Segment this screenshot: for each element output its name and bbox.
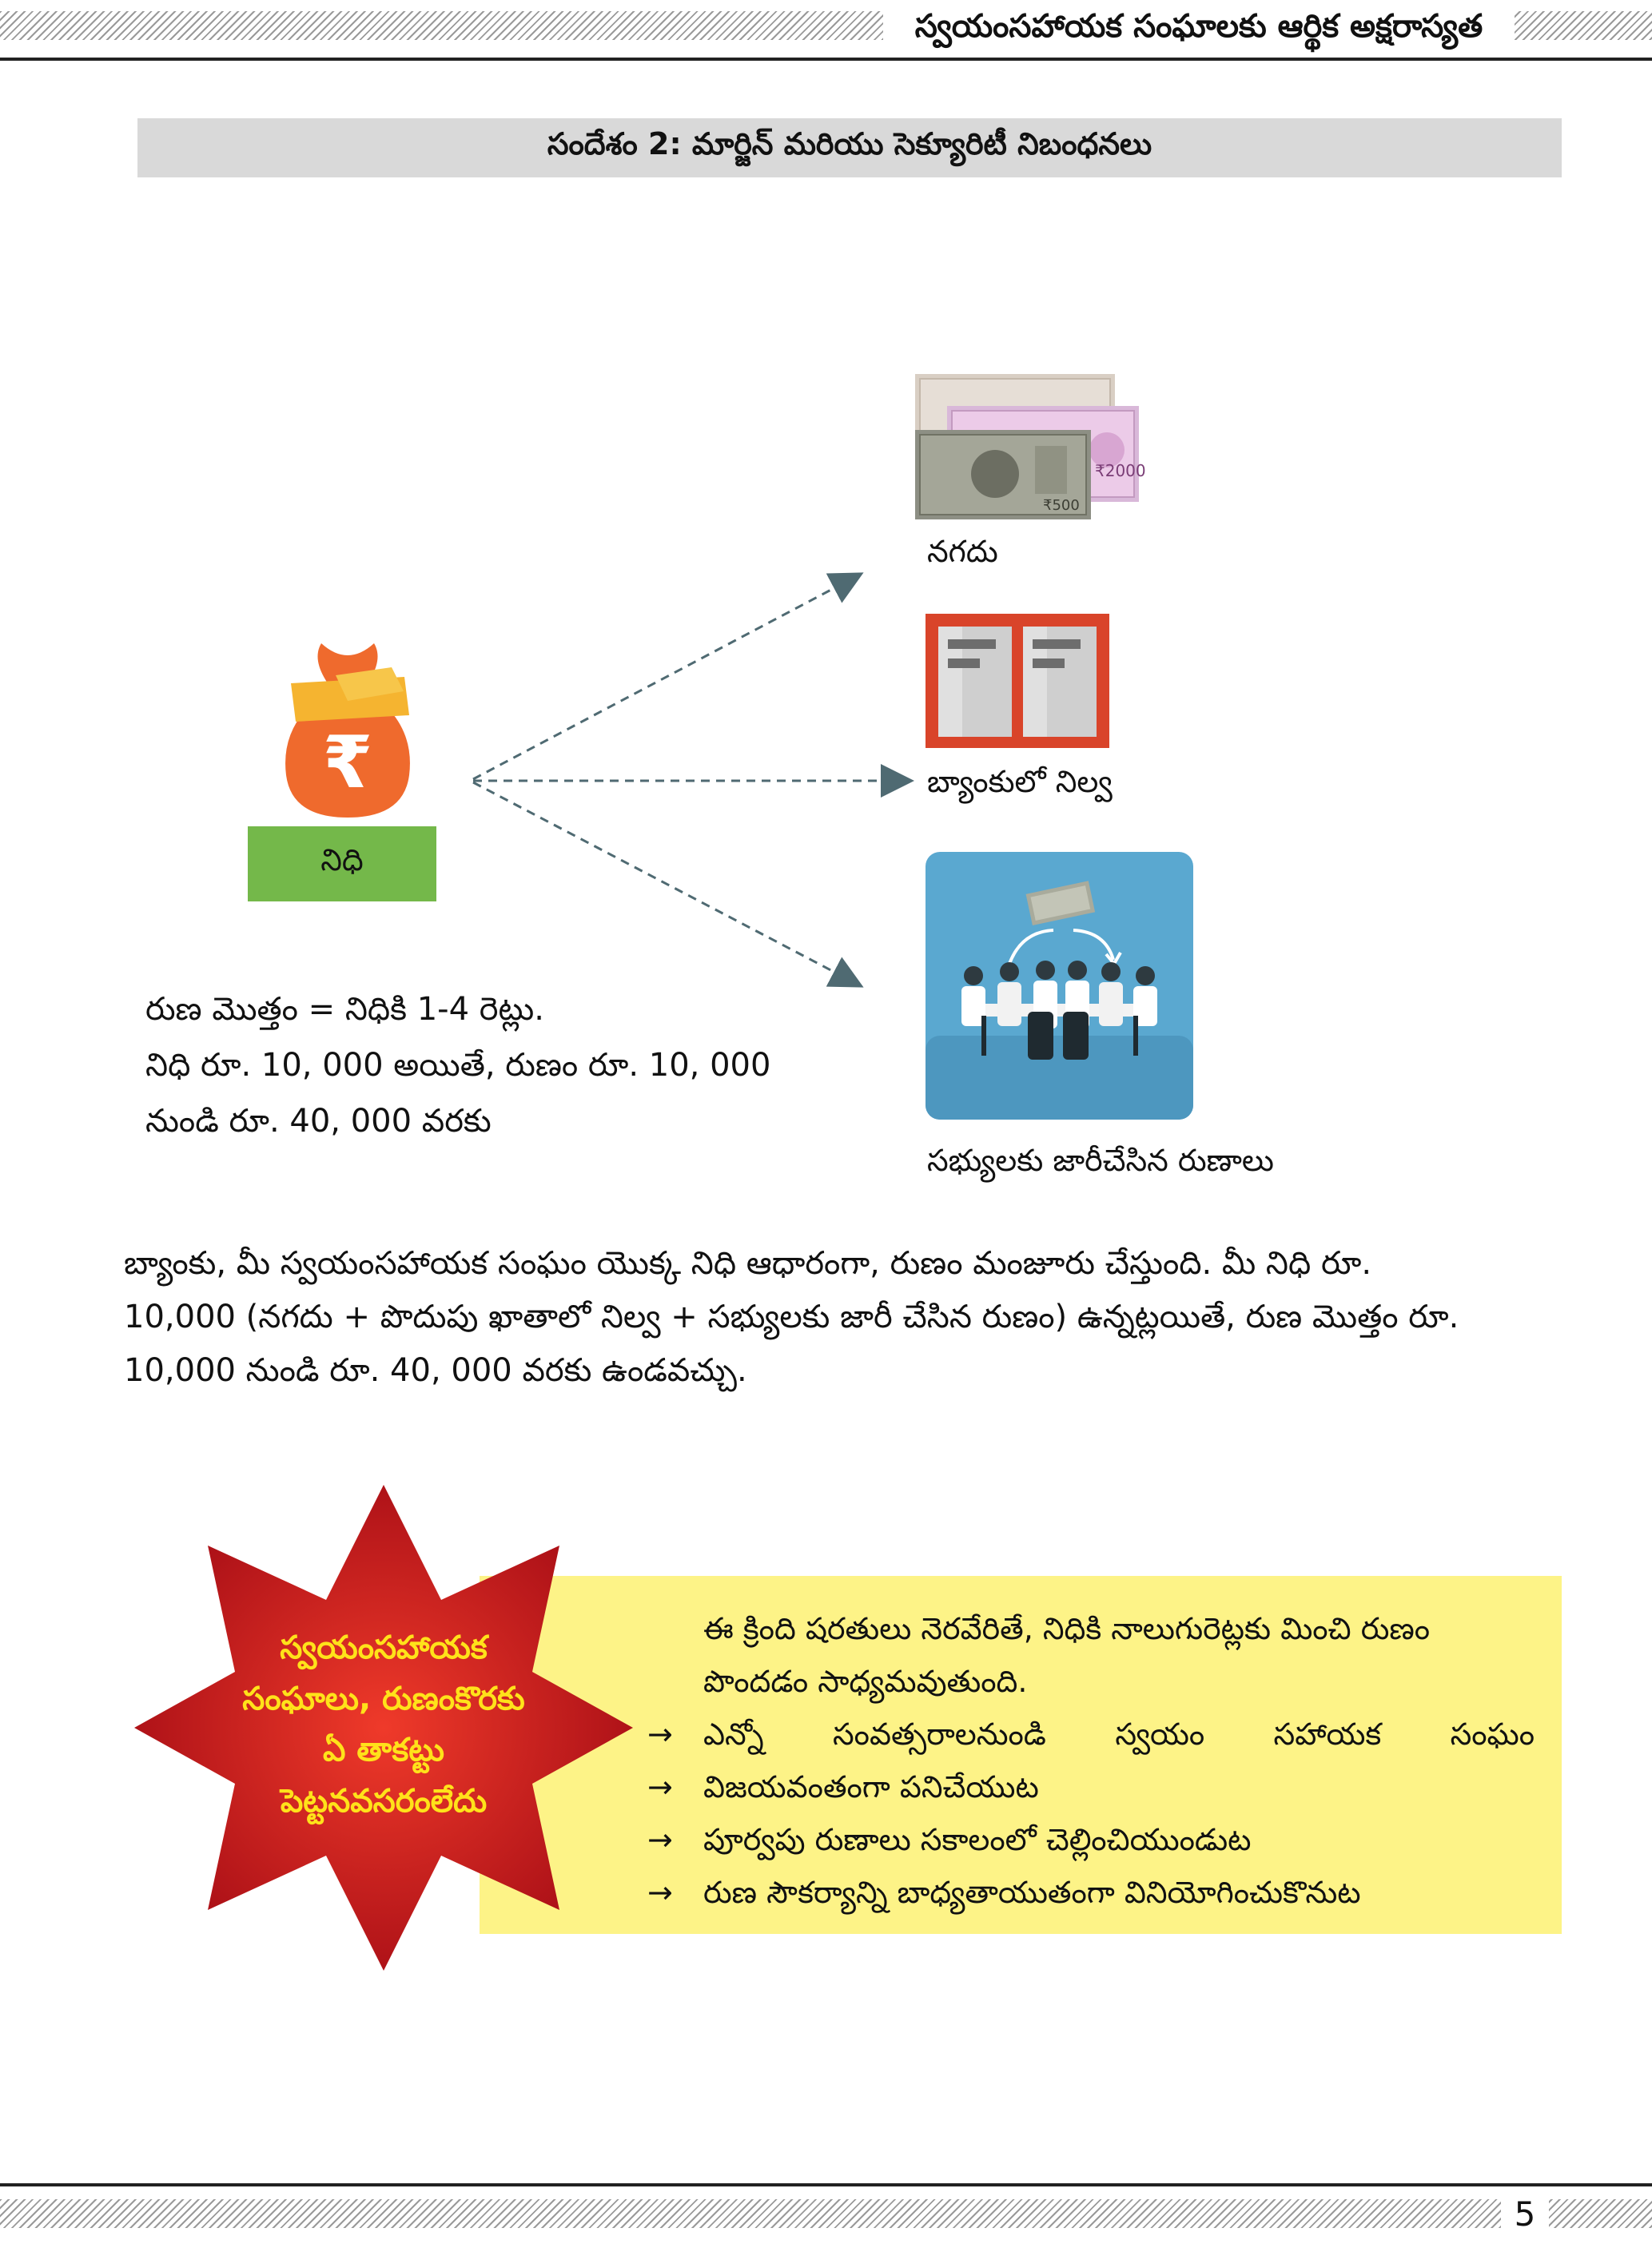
diagram-arrows — [472, 572, 914, 988]
svg-text:₹500: ₹500 — [1043, 497, 1080, 514]
arrow-right-icon: → — [647, 1875, 673, 1910]
page-number: 5 — [1501, 2190, 1549, 2238]
condition-text: రుణ సౌకర్యాన్ని బాధ్యతాయుతంగా వినియోగించ… — [703, 1875, 1361, 1910]
formula-line: నిధి రూ. 10, 000 అయితే, రుణం రూ. 10, 000 — [145, 1047, 771, 1084]
svg-text:₹2000: ₹2000 — [1095, 461, 1146, 480]
star-badge — [134, 1485, 633, 1971]
star-line: ఏ తాకట్టు — [323, 1732, 444, 1769]
money-bag-rupee-icon: ₹ — [285, 643, 410, 818]
paragraph-line: 10,000 నుండి రూ. 40, 000 వరకు ఉండవచ్చు. — [124, 1352, 747, 1389]
conditions-list: ఈ క్రింది షరతులు నెరవేరితే, నిధికి నాలుగ… — [639, 1602, 1535, 1919]
star-line: స్వయంసహాయక — [280, 1629, 488, 1666]
conditions-intro-line: ఈ క్రింది షరతులు నెరవేరితే, నిధికి నాలుగ… — [703, 1611, 1431, 1646]
star-line: సంఘాలు, రుణంకొరకు — [242, 1681, 525, 1717]
bank-vault-icon — [926, 614, 1109, 748]
arrow-to-loans — [472, 781, 864, 988]
arrow-to-cash — [472, 572, 864, 781]
paragraph-line: 10,000 (నగదు + పొదుపు ఖాతాలో నిల్వ + సభ్… — [124, 1299, 1459, 1335]
group-meeting-icon — [926, 852, 1193, 1120]
arrow-right-icon: → — [647, 1769, 673, 1804]
bank-deposit-label: బ్యాంకులో నిల్వ — [927, 764, 1113, 799]
conditions-box — [480, 1576, 1562, 1934]
formula-line: రుణ మొత్తం = నిధికి 1-4 రెట్లు. — [145, 991, 544, 1028]
condition-item: → విజయవంతంగా పనిచేయుట — [639, 1761, 1535, 1813]
footer-hatch — [0, 2199, 1652, 2228]
star-line: పెట్టనవసరంలేదు — [280, 1783, 488, 1820]
arrow-right-icon: → — [647, 1717, 673, 1752]
currency-notes-icon: ₹2000 ₹500 — [915, 374, 1146, 519]
member-loans-label: సభ్యులకు జారీచేసిన రుణాలు — [927, 1143, 1274, 1178]
cash-label: నగదు — [927, 534, 998, 569]
condition-text: పూర్వపు రుణాలు సకాలంలో చెల్లించియుండుట — [703, 1822, 1252, 1857]
condition-item: → రుణ సౌకర్యాన్ని బాధ్యతాయుతంగా వినియోగి… — [639, 1866, 1535, 1919]
conditions-intro-line: పొందడం సాధ్యమవుతుంది. — [703, 1664, 1028, 1699]
footer-rule — [0, 2183, 1652, 2186]
conditions-intro: ఈ క్రింది షరతులు నెరవేరితే, నిధికి నాలుగ… — [639, 1602, 1535, 1708]
svg-text:₹: ₹ — [323, 721, 373, 805]
fund-label: నిధి — [248, 826, 436, 901]
running-header-title: స్వయంసహాయక సంఘాలకు ఆర్థిక అక్షరాస్యత — [883, 6, 1515, 54]
paragraph-line: బ్యాంకు, మీ స్వయంసహాయక సంఘం యొక్క నిధి ఆ… — [124, 1245, 1372, 1282]
arrow-right-icon: → — [647, 1822, 673, 1857]
condition-text: విజయవంతంగా పనిచేయుట — [703, 1769, 1039, 1804]
formula-line: నుండి రూ. 40, 000 వరకు — [145, 1103, 492, 1140]
header-rule — [0, 58, 1652, 61]
condition-item: → పూర్వపు రుణాలు సకాలంలో చెల్లించియుండుట — [639, 1813, 1535, 1866]
section-title: సందేశం 2: మార్జిన్ మరియు సెక్యూరిటీ నిబం… — [137, 118, 1562, 177]
star-badge-text: స్వయంసహాయక సంఘాలు, రుణంకొరకు ఏ తాకట్టు ప… — [184, 1622, 583, 1827]
